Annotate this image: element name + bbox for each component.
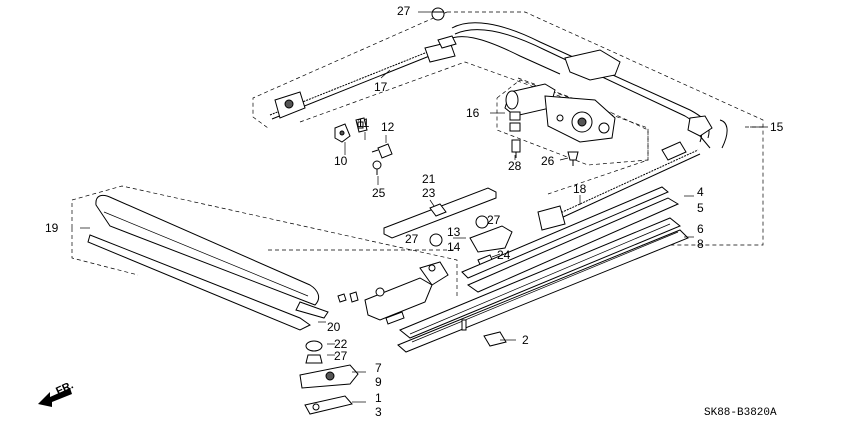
callout-1: 1 (375, 391, 382, 405)
callout-6: 6 (697, 222, 704, 236)
callout-21: 21 (422, 172, 436, 186)
callout-27: 27 (397, 4, 411, 18)
callout-17: 17 (374, 80, 388, 94)
small-clips (334, 117, 393, 175)
leader-lines (80, 11, 768, 403)
clip-2 (483, 331, 507, 347)
callout-28: 28 (508, 159, 522, 173)
callout-27: 27 (487, 213, 501, 227)
callout-26: 26 (541, 154, 555, 168)
callout-labels: 27 17 15 16 11 12 10 25 28 26 18 4 5 6 8… (45, 4, 784, 419)
guide-cable-left (269, 7, 457, 120)
callout-22: 22 (334, 337, 348, 351)
front-frame-panel (87, 194, 329, 331)
lower-small-parts (299, 340, 359, 415)
callout-27: 27 (405, 232, 419, 246)
front-direction-label: FR. (54, 379, 75, 397)
drive-cable-assembly (446, 22, 728, 149)
lift-mechanism (337, 261, 467, 331)
callout-9: 9 (375, 375, 382, 389)
callout-11: 11 (357, 116, 370, 130)
callout-19: 19 (45, 221, 59, 235)
callout-2: 2 (522, 333, 529, 347)
lower-assembly-outline (71, 185, 458, 297)
callout-10: 10 (334, 154, 348, 168)
callout-16: 16 (466, 106, 480, 120)
callout-13: 13 (447, 225, 461, 239)
diagram-code: SK88-B3820A (704, 407, 777, 419)
callout-24: 24 (497, 248, 511, 262)
callout-3: 3 (375, 405, 382, 419)
callout-23: 23 (422, 186, 436, 200)
deflector-link (383, 187, 497, 239)
callout-12: 12 (381, 120, 395, 134)
callout-4: 4 (697, 185, 704, 199)
cable-junction-block (564, 49, 621, 81)
callout-27: 27 (334, 349, 348, 363)
callout-15: 15 (770, 120, 784, 134)
nut-27-top (431, 7, 445, 21)
sunroof-motor (504, 83, 616, 166)
callout-25: 25 (372, 186, 386, 200)
front-direction-arrow-icon (38, 388, 72, 407)
motor-subassembly-outline (496, 79, 649, 166)
callout-8: 8 (697, 237, 704, 251)
callout-14: 14 (447, 240, 461, 254)
callout-18: 18 (573, 182, 587, 196)
side-rails (397, 186, 689, 353)
callout-7: 7 (375, 361, 382, 375)
callout-5: 5 (697, 201, 704, 215)
callout-20: 20 (327, 320, 341, 334)
upper-assembly-outline (252, 11, 764, 246)
guide-cable-right (537, 141, 701, 231)
